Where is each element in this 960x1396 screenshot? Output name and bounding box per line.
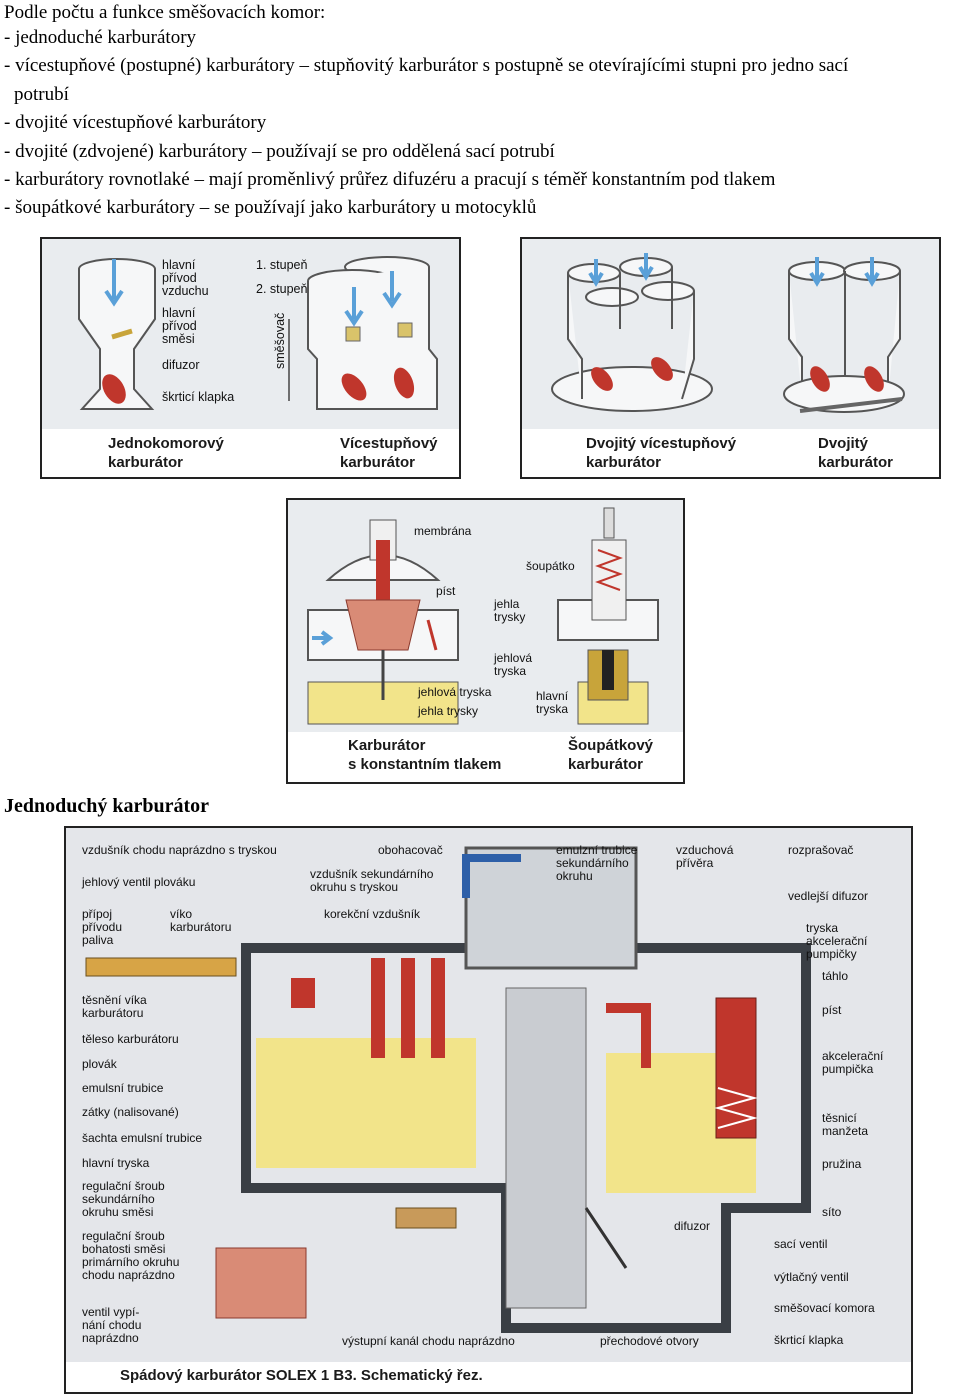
label-enricher: obohacovač bbox=[378, 843, 443, 857]
figure-constant-pressure-and-slide: membrána píst šoupátko jehla trysky jehl… bbox=[286, 498, 685, 784]
label-suction-valve: sací ventil bbox=[774, 1237, 828, 1251]
intro-line-7: - karburátory rovnotlaké – mají proměnli… bbox=[4, 169, 776, 190]
label-idle-air-bleed: vzdušník chodu naprázdno s tryskou bbox=[82, 843, 277, 857]
section-heading: Jednoduchý karburátor bbox=[4, 795, 210, 817]
label-throttle-valve: škrticí klapka bbox=[162, 390, 235, 404]
figure-3-drawing bbox=[288, 500, 683, 732]
figure-single-and-multistage: hlavní přívod vzduchu hlavní přívod směs… bbox=[40, 237, 461, 479]
label-plugs: zátky (nalisované) bbox=[82, 1105, 179, 1119]
label-auxiliary-venturi: vedlejší difuzor bbox=[788, 889, 869, 903]
label-strainer: síto bbox=[822, 1205, 842, 1219]
label-pump-piston: píst bbox=[822, 1003, 842, 1017]
label-stage-2: 2. stupeň bbox=[256, 282, 308, 296]
intro-line-6: - dvojité (zdvojené) karburátory – použí… bbox=[4, 141, 555, 162]
label-stage-1: 1. stupeň bbox=[256, 258, 308, 272]
figure-solex-cross-section: vzdušník chodu naprázdno s tryskou jehlo… bbox=[64, 826, 913, 1394]
label-main-jet: hlavní tryska bbox=[536, 689, 569, 716]
figure-4-drawing bbox=[66, 828, 911, 1362]
label-delivery-valve: výtlačný ventil bbox=[774, 1270, 849, 1284]
caption-solex: Spádový karburátor SOLEX 1 B3. Schematic… bbox=[120, 1367, 483, 1384]
figure-1-drawing bbox=[42, 239, 459, 429]
label-float-needle-valve: jehlový ventil plováku bbox=[82, 875, 196, 889]
label-float: plovák bbox=[82, 1057, 117, 1071]
label-main-jet: hlavní tryska bbox=[82, 1156, 150, 1170]
label-atomizer: rozprašovač bbox=[788, 843, 854, 857]
label-jet-needle-right: jehla trysky bbox=[494, 597, 526, 624]
intro-line-2: - jednoduché karburátory bbox=[4, 27, 197, 48]
label-mixer: směšovač bbox=[273, 312, 287, 369]
label-emulsion-well: šachta emulsní trubice bbox=[82, 1131, 203, 1145]
label-needle-jet-right: jehlová tryska bbox=[494, 651, 533, 678]
intro-line-5: - dvojité vícestupňové karburátory bbox=[4, 112, 267, 133]
label-carb-body: těleso karburátoru bbox=[82, 1032, 179, 1046]
label-transition-holes: přechodové otvory bbox=[600, 1334, 699, 1348]
intro-line-4: potrubí bbox=[14, 84, 69, 105]
label-main-air-intake: hlavní přívod vzduchu bbox=[162, 258, 209, 298]
intro-line-8: - šoupátkové karburátory – se používají … bbox=[4, 197, 537, 218]
intro-line-3: - vícestupňové (postupné) karburátory – … bbox=[4, 55, 849, 76]
caption-double-multistage: Dvojitý vícestupňový karburátor bbox=[586, 435, 737, 471]
label-rod: táhlo bbox=[822, 969, 849, 983]
label-diffuser: difuzor bbox=[162, 358, 200, 372]
label-main-mixture-intake: hlavní přívod směsi bbox=[162, 306, 197, 346]
label-slide: šoupátko bbox=[526, 559, 575, 573]
label-idle-outlet: výstupní kanál chodu naprázdno bbox=[342, 1334, 515, 1348]
caption-single-barrel: Jednokomorový karburátor bbox=[108, 435, 224, 471]
label-correction-air-bleed: korekční vzdušník bbox=[324, 907, 421, 921]
label-mixing-chamber: směšovací komora bbox=[774, 1301, 875, 1315]
label-needle-jet: jehlová tryska bbox=[418, 685, 492, 699]
label-emulsion-tube: emulsní trubice bbox=[82, 1081, 164, 1095]
caption-constant-pressure: Karburátor s konstantním tlakem bbox=[348, 737, 502, 773]
caption-slide-carb: Šoupátkový karburátor bbox=[568, 737, 654, 773]
label-piston: píst bbox=[436, 584, 456, 598]
label-throttle-plate: škrticí klapka bbox=[774, 1333, 844, 1347]
label-membrane: membrána bbox=[414, 524, 472, 538]
intro-line-1: Podle počtu a funkce směšovacích komor: bbox=[4, 2, 326, 23]
caption-multistage: Vícestupňový karburátor bbox=[340, 435, 438, 471]
figure-2-drawing bbox=[522, 239, 939, 429]
figure-double-carburetors: Dvojitý vícestupňový karburátor Dvojitý … bbox=[520, 237, 941, 479]
label-jet-needle: jehla trysky bbox=[418, 704, 479, 718]
label-diffuser-main: difuzor bbox=[674, 1219, 711, 1233]
caption-double: Dvojitý karburátor bbox=[818, 435, 894, 471]
label-spring: pružina bbox=[822, 1157, 862, 1171]
